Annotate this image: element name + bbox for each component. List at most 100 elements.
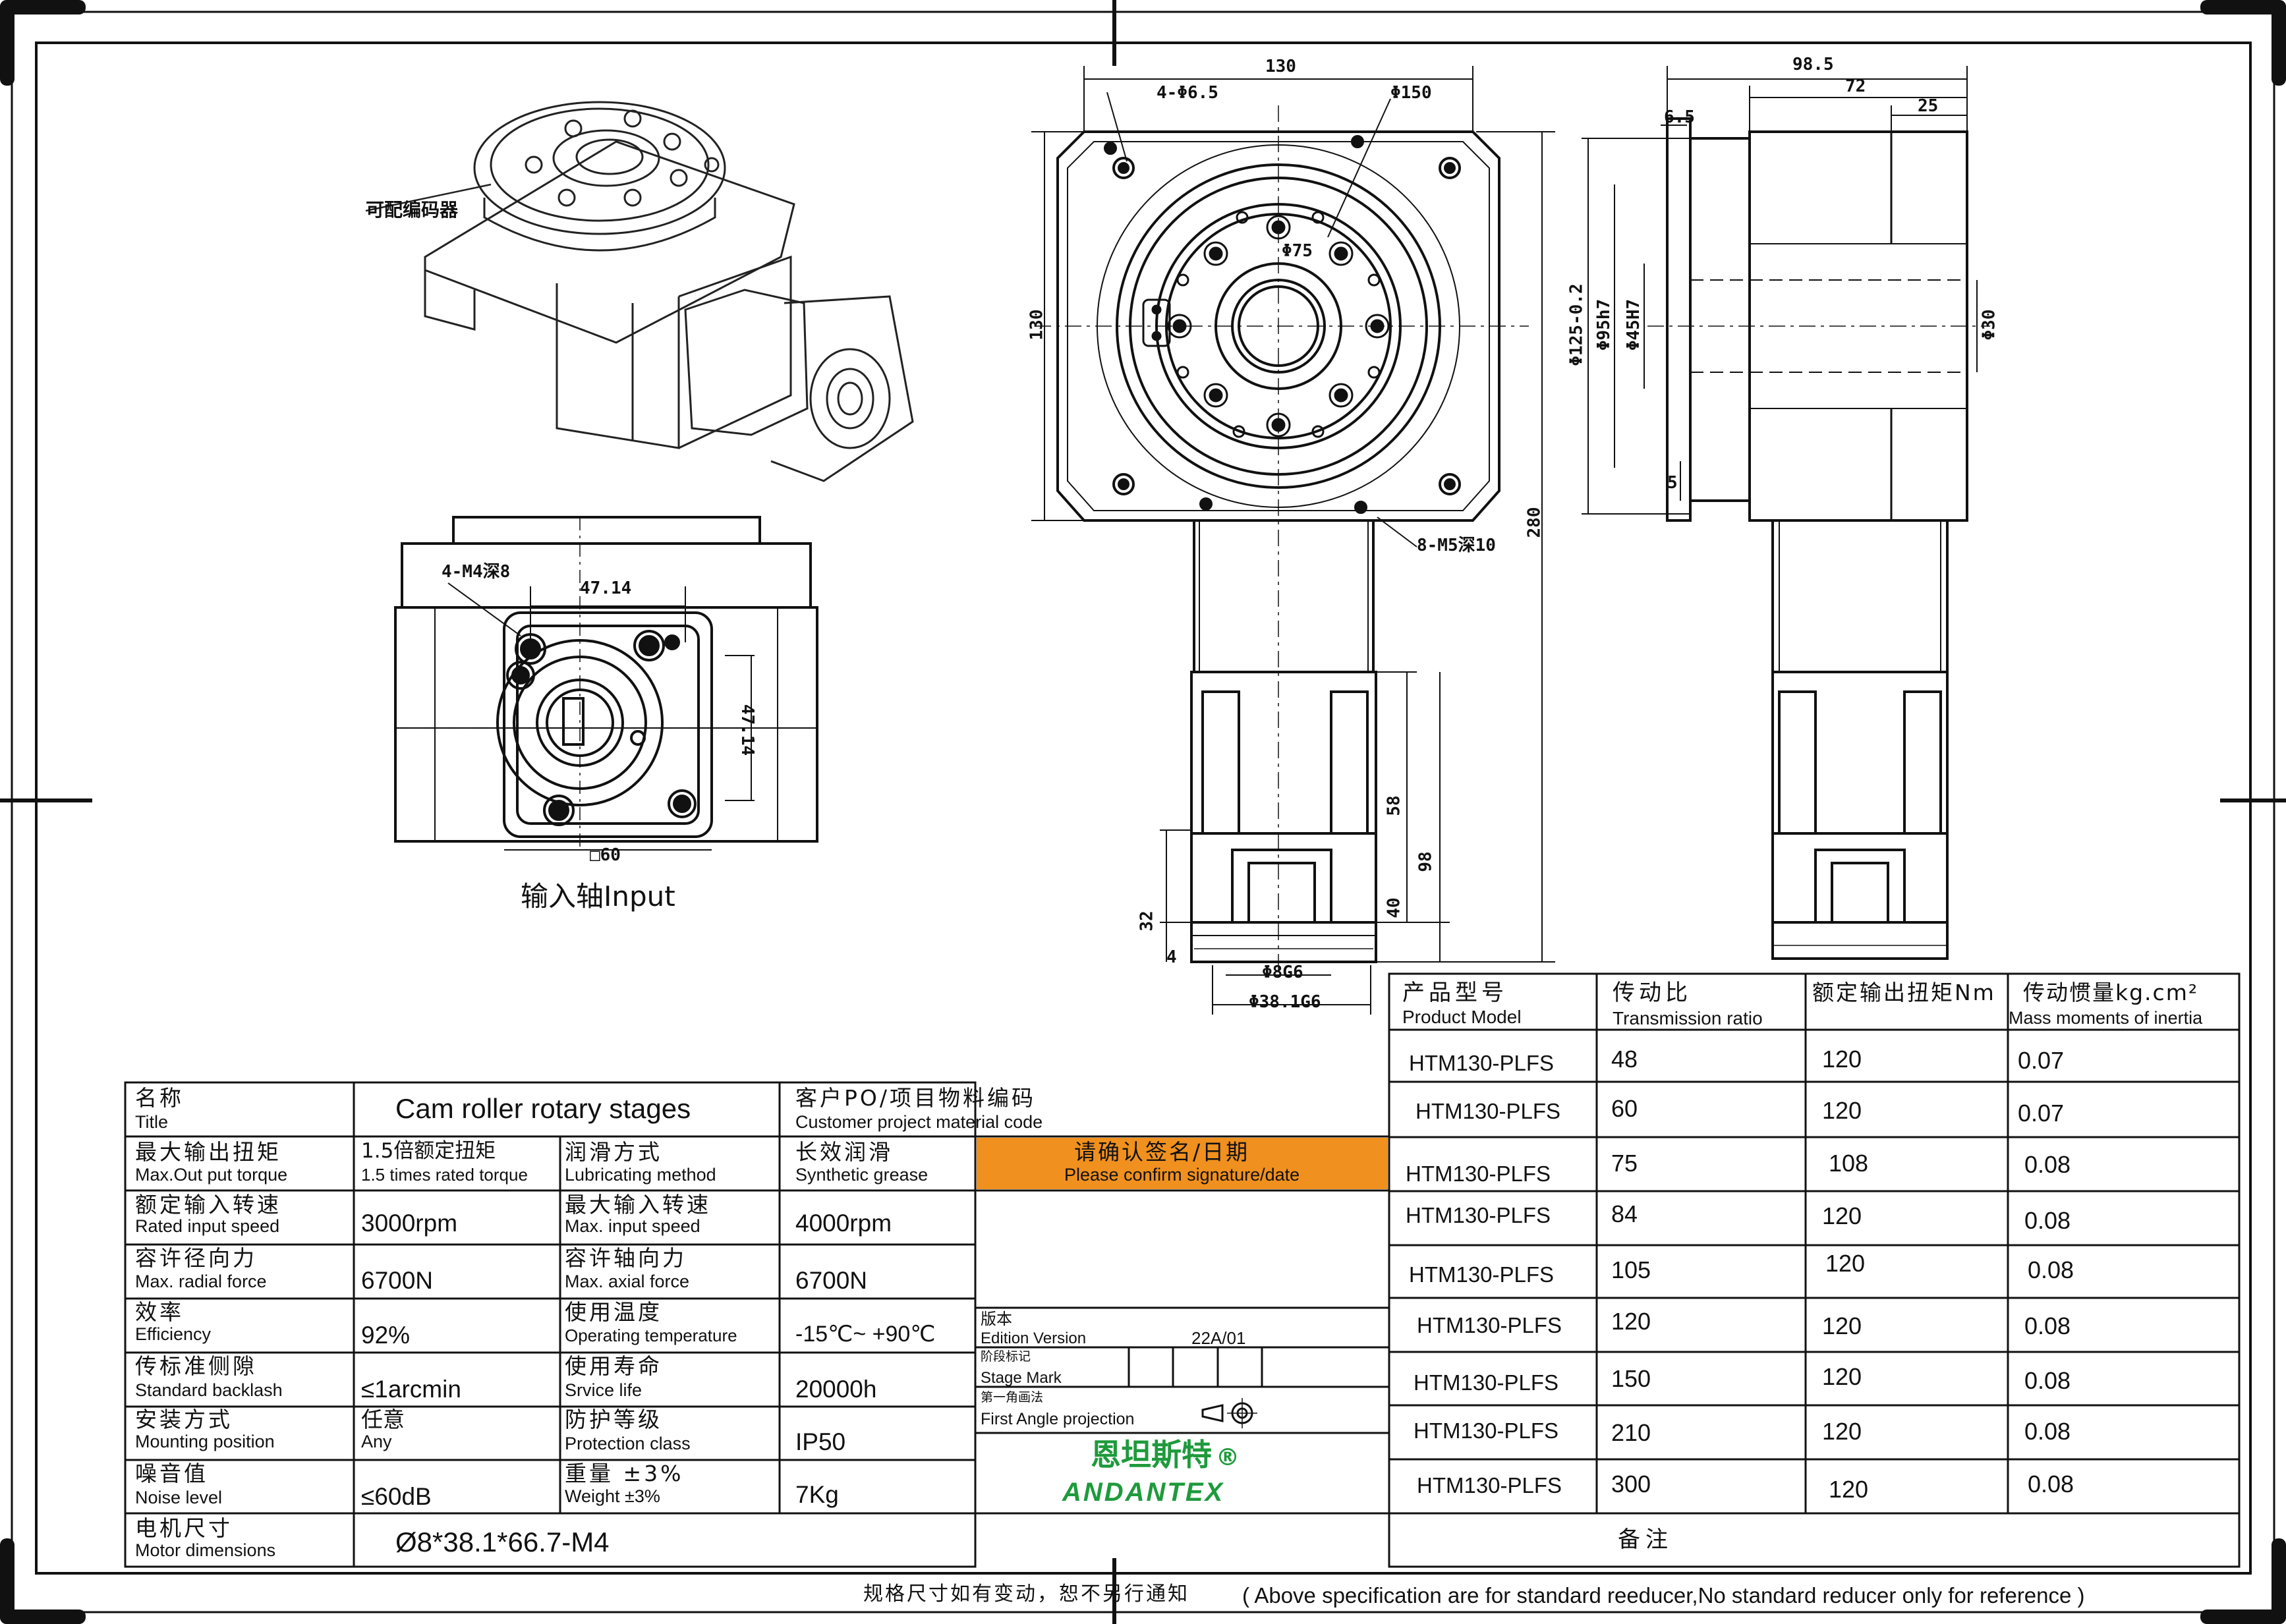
customer-en: Customer project material code (795, 1112, 1043, 1132)
inertia-cell: 0.08 (2028, 1256, 2074, 1283)
torque-cell: 120 (1822, 1097, 1862, 1124)
inertia-cell: 0.07 (2018, 1100, 2065, 1127)
title-zh: 名称 (135, 1085, 184, 1111)
spec-label-en: Mounting position (135, 1432, 275, 1451)
dim-4714-h: 47.14 (580, 578, 632, 598)
spec-label2-zh: 容许轴向力 (565, 1245, 687, 1271)
edition-value: 22A/01 (1191, 1328, 1246, 1348)
spec-label2-zh: 使用寿命 (565, 1353, 662, 1379)
dim-65: 6.5 (1664, 107, 1695, 127)
spec-label2-zh: 防护等级 (565, 1407, 662, 1432)
dim-280: 280 (1524, 507, 1545, 538)
ratio-cell: 150 (1611, 1365, 1651, 1392)
spec-label2-en: Weight ±3% (565, 1486, 660, 1506)
dim-d150: Φ150 (1390, 83, 1432, 103)
iso-view (365, 101, 914, 482)
spec-value2: 7Kg (795, 1481, 839, 1508)
spec-value: 6700N (361, 1267, 434, 1294)
spec-label-zh: 额定输入转速 (135, 1192, 281, 1218)
dim-4-d65: 4-Φ6.5 (1157, 83, 1218, 103)
spec-label2-en: Protection class (565, 1434, 691, 1453)
model-cell: HTM130-PLFS (1417, 1313, 1562, 1337)
spec-label2-en: Operating temperature (565, 1326, 737, 1345)
header-ratio-en: Transmission ratio (1613, 1008, 1763, 1028)
dim-d125: Φ125-0.2 (1566, 283, 1587, 366)
spec-value-en: 1.5 times rated torque (361, 1165, 528, 1185)
signature-zh: 请确认签名/日期 (1074, 1139, 1250, 1165)
ratio-cell: 84 (1611, 1200, 1638, 1227)
signature-en: Please confirm signature/date (1064, 1165, 1300, 1185)
title-value: Cam roller rotary stages (395, 1093, 691, 1124)
spec-value2: 4000rpm (795, 1210, 892, 1237)
spec-value2-en: Synthetic grease (795, 1165, 929, 1185)
logo-zh-text: 恩坦斯特 (1091, 1437, 1212, 1472)
encoder-callout: 可配编码器 (366, 199, 459, 221)
spec-value2-zh: 长效润滑 (795, 1139, 893, 1165)
dim-d95: Φ95h7 (1594, 298, 1614, 351)
inertia-cell: 0.08 (2028, 1470, 2074, 1498)
dim-98: 98 (1415, 851, 1436, 872)
edition-zh: 版本 (981, 1310, 1012, 1328)
motor-label-en: Motor dimensions (135, 1540, 276, 1560)
stage-zh: 阶段标记 (981, 1349, 1031, 1364)
remark-label: 备注 (1618, 1526, 1673, 1553)
spec-label-zh: 最大输出扭矩 (135, 1139, 281, 1165)
signature-band (977, 1138, 1388, 1189)
motor-value: Ø8*38.1*66.7-M4 (395, 1526, 610, 1557)
model-cell: HTM130-PLFS (1414, 1370, 1559, 1395)
spec-label-zh: 效率 (135, 1299, 184, 1325)
logo-registered: ® (1216, 1444, 1240, 1471)
dim-5: 5 (1667, 473, 1678, 493)
input-shaft-label: 输入轴Input (521, 880, 675, 912)
dim-d30: Φ30 (1979, 309, 1999, 341)
dim-m5: 8-M5深10 (1417, 536, 1496, 555)
ratio-cell: 60 (1611, 1095, 1638, 1122)
stage-en: Stage Mark (981, 1369, 1062, 1387)
model-cell: HTM130-PLFS (1406, 1162, 1551, 1186)
footer-note-en: ( Above specification are for standard r… (1242, 1583, 2085, 1608)
dim-130-top: 130 (1265, 57, 1296, 76)
dim-25: 25 (1918, 96, 1939, 116)
spec-value-zh: 1.5倍额定扭矩 (361, 1139, 496, 1163)
inertia-cell: 0.08 (2024, 1207, 2071, 1234)
spec-label2-zh: 润滑方式 (565, 1139, 662, 1165)
spec-label-zh: 传标准侧隙 (135, 1353, 257, 1379)
spec-label2-en: Srvice life (565, 1380, 643, 1400)
spec-label-zh: 容许径向力 (135, 1245, 257, 1271)
model-cell: HTM130-PLFS (1417, 1473, 1562, 1498)
ratio-table-lines (1388, 972, 2241, 1568)
spec-label-en: Max. radial force (135, 1272, 267, 1291)
header-ratio-zh: 传动比 (1613, 980, 1692, 1006)
spec-table-lines (124, 1081, 1389, 1568)
spec-label2-en: Max. axial force (565, 1272, 690, 1291)
model-cell: HTM130-PLFS (1414, 1418, 1559, 1443)
side-dims (1582, 66, 1978, 515)
spec-value2: 20000h (795, 1376, 877, 1403)
dim-60: □60 (590, 845, 621, 865)
spec-value2: 6700N (795, 1267, 868, 1294)
outer-frame (11, 11, 2275, 1613)
dim-m4: 4-M4深8 (442, 562, 511, 582)
dim-d8g6: Φ8G6 (1262, 963, 1303, 982)
dim-985: 98.5 (1792, 55, 1834, 74)
input-dims (447, 582, 755, 851)
dim-58: 58 (1384, 795, 1404, 816)
footer-note-zh: 规格尺寸如有变动，恕不另行通知 (863, 1582, 1189, 1606)
edition-en: Edition Version (981, 1330, 1087, 1347)
inertia-cell: 0.08 (2024, 1151, 2071, 1178)
spec-value-zh: 任意 (361, 1407, 405, 1432)
dim-4714-v: 47.14 (737, 704, 758, 756)
ratio-cell: 210 (1611, 1419, 1651, 1446)
projection-zh: 第一角画法 (981, 1390, 1044, 1405)
spec-label2-zh: 重量 ±3% (565, 1461, 684, 1486)
spec-label2-en: Lubricating method (565, 1165, 716, 1185)
model-cell: HTM130-PLFS (1406, 1203, 1551, 1227)
header-model-zh: 产品型号 (1402, 980, 1508, 1006)
spec-label-zh: 安装方式 (135, 1407, 233, 1432)
inertia-cell: 0.08 (2024, 1312, 2071, 1339)
torque-cell: 120 (1822, 1046, 1862, 1073)
dim-32: 32 (1137, 910, 1157, 932)
spec-value: ≤60dB (361, 1483, 432, 1510)
ratio-cell: 48 (1611, 1046, 1638, 1073)
